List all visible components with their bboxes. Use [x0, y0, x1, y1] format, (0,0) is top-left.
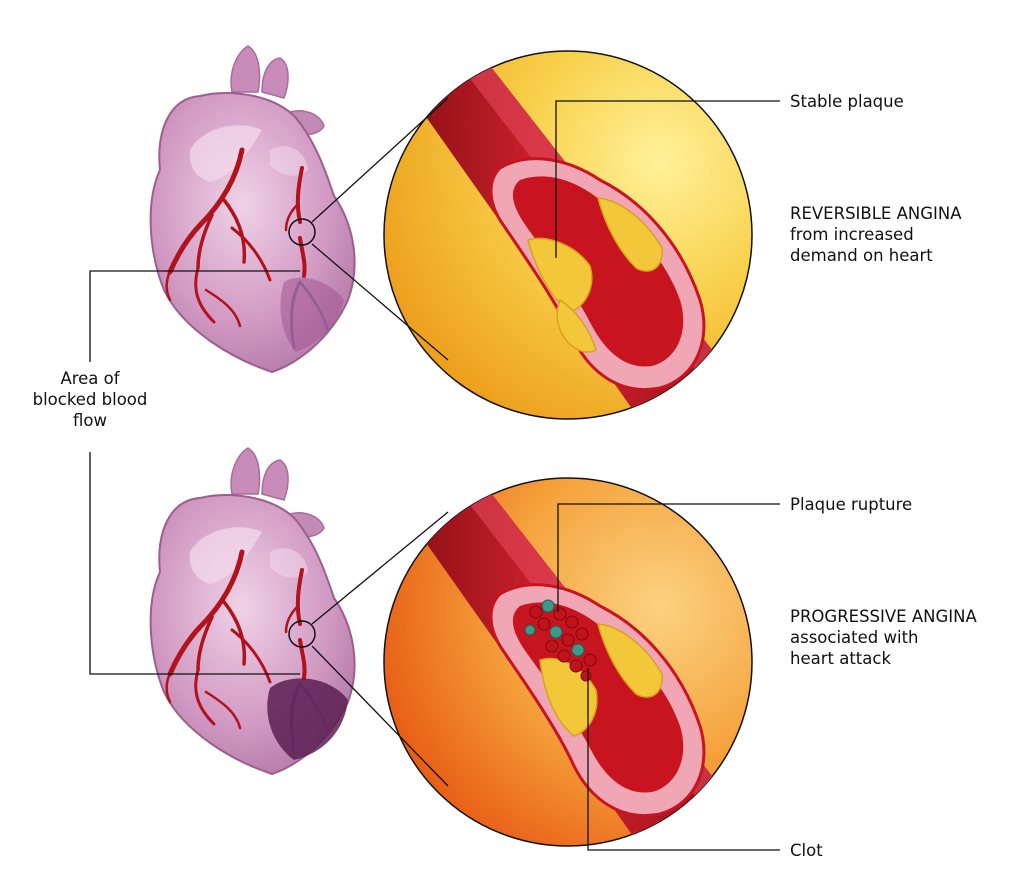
leader-area-top	[89, 270, 300, 362]
zoom-line-top-upper	[311, 97, 449, 223]
leader-plaque-rupture	[557, 503, 780, 612]
label-stable-plaque: Stable plaque	[790, 92, 904, 111]
label-clot: Clot	[790, 841, 823, 860]
zoom-line-bottom-upper	[311, 511, 449, 625]
leader-stable-plaque	[555, 100, 780, 258]
label-reversible-angina: REVERSIBLE ANGINA from increased demand …	[790, 203, 962, 266]
zoom-line-top-lower	[311, 243, 449, 361]
label-area-blocked: Area of blocked blood flow	[28, 368, 152, 431]
progressive-title: PROGRESSIVE ANGINA	[790, 607, 977, 626]
bottom-heart	[151, 448, 355, 774]
top-heart	[151, 46, 355, 372]
ischemic-area-severe	[267, 678, 348, 760]
reversible-desc-line2: demand on heart	[790, 246, 933, 265]
zoom-marker-top	[288, 218, 316, 246]
zoom-line-bottom-lower	[311, 645, 449, 787]
reversible-title: REVERSIBLE ANGINA	[790, 204, 962, 223]
reversible-desc-line1: from increased	[790, 225, 914, 244]
leader-area-bottom	[89, 452, 300, 675]
zoom-marker-bottom	[288, 620, 316, 648]
label-area-blocked-line2: blocked blood	[32, 390, 148, 409]
label-progressive-angina: PROGRESSIVE ANGINA associated with heart…	[790, 606, 977, 669]
progressive-desc-line1: associated with	[790, 628, 919, 647]
label-plaque-rupture: Plaque rupture	[790, 495, 913, 514]
label-area-blocked-line3: flow	[73, 411, 107, 430]
progressive-desc-line2: heart attack	[790, 649, 892, 668]
ischemic-area-mild	[280, 277, 344, 352]
bottom-magnified-circle	[383, 477, 753, 847]
top-magnified-circle	[383, 50, 753, 420]
leader-clot	[587, 668, 780, 851]
clot-cluster	[524, 599, 597, 682]
label-area-blocked-line1: Area of	[60, 369, 120, 388]
